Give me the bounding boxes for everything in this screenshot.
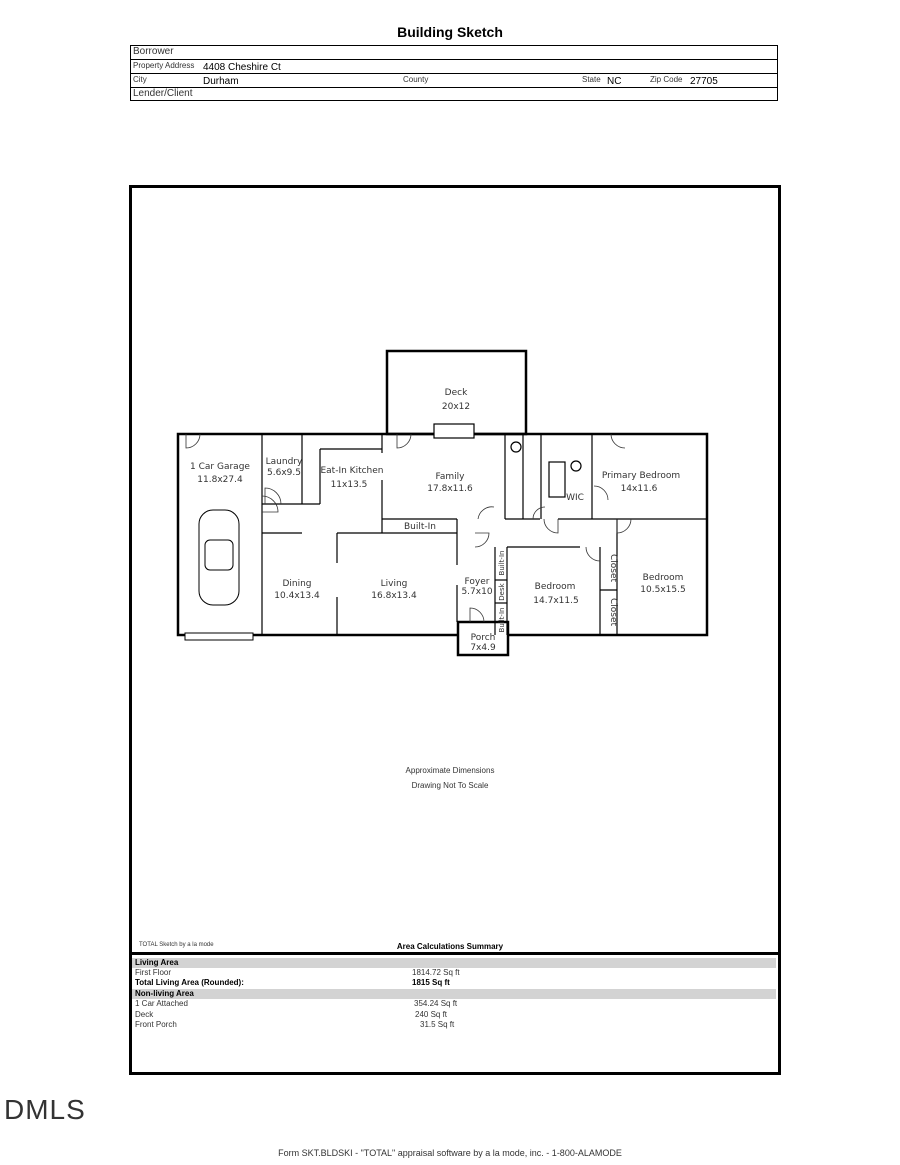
summary-divider: [132, 952, 778, 955]
porch-outline: [456, 620, 510, 657]
city: Durham: [203, 76, 239, 87]
porch-name: Porch: [471, 633, 496, 643]
sketch-credit: TOTAL Sketch by a la mode: [139, 942, 214, 948]
closet-label-2: Closet: [608, 598, 618, 627]
car-icon: [198, 509, 240, 606]
bedroom2-name: Bedroom: [643, 573, 684, 583]
bedroom-dim: 14.7x11.5: [533, 596, 578, 606]
foyer-dim: 5.7x10: [461, 587, 492, 597]
total-living-row: Total Living Area (Rounded):1815 Sq ft: [135, 978, 450, 987]
living-area-header: Living Area: [132, 958, 776, 968]
bedroom-name: Bedroom: [535, 582, 576, 592]
builtin-label-2: Built-In: [498, 551, 506, 576]
porch-dim: 7x4.9: [470, 643, 496, 653]
state: NC: [607, 76, 622, 87]
deck-name: Deck: [445, 388, 468, 398]
kitchen-name: Eat-In Kitchen: [320, 466, 383, 476]
city-label: City: [133, 75, 147, 84]
desk-label: Desk: [498, 582, 506, 600]
bedroom2-dim: 10.5x15.5: [640, 585, 685, 595]
closet-label: Closet: [608, 554, 618, 583]
deck-dim: 20x12: [442, 402, 470, 412]
note-not-to-scale: Drawing Not To Scale: [411, 781, 489, 790]
property-address: 4408 Cheshire Ct: [203, 62, 281, 73]
sketch-frame: [129, 185, 781, 1075]
garage-name: 1 Car Garage: [190, 462, 250, 472]
laundry-name: Laundry: [266, 457, 303, 467]
house-outline: [176, 432, 709, 637]
family-dim: 17.8x11.6: [427, 484, 473, 494]
living-dim: 16.8x13.4: [371, 591, 417, 601]
zip-label: Zip Code: [650, 75, 683, 84]
living-name: Living: [381, 579, 408, 589]
family-name: Family: [436, 472, 466, 482]
summary-title: Area Calculations Summary: [396, 942, 504, 951]
state-label: State: [582, 75, 601, 84]
garage-dim: 11.8x27.4: [197, 475, 243, 485]
borrower-label: Borrower: [133, 46, 174, 57]
wic-label: WIC: [566, 493, 584, 503]
laundry-dim: 5.6x9.5: [267, 468, 301, 478]
nonliving-area-header: Non-living Area: [132, 989, 776, 999]
lender-label: Lender/Client: [133, 88, 193, 99]
primary-name: Primary Bedroom: [602, 471, 680, 481]
foyer-name: Foyer: [465, 577, 490, 587]
garage-door: [184, 632, 254, 641]
header-info-table: Borrower Property Address 4408 Cheshire …: [130, 45, 778, 101]
zip: 27705: [690, 76, 718, 87]
kitchen-dim: 11x13.5: [331, 480, 368, 490]
county-label: County: [403, 75, 429, 84]
note-approx-dimensions: Approximate Dimensions: [405, 766, 495, 775]
dining-dim: 10.4x13.4: [274, 591, 320, 601]
property-address-label: Property Address: [133, 61, 195, 70]
dining-name: Dining: [282, 579, 311, 589]
door-swings: [185, 433, 632, 623]
footer: Form SKT.BLDSKI - "TOTAL" appraisal soft…: [278, 1148, 622, 1158]
builtin-label-3: Built-In: [498, 608, 506, 633]
builtin-label: Built-In: [404, 522, 436, 532]
dmls-watermark: DMLS: [4, 1094, 86, 1125]
page-title: Building Sketch: [397, 24, 503, 40]
primary-dim: 14x11.6: [621, 484, 658, 494]
